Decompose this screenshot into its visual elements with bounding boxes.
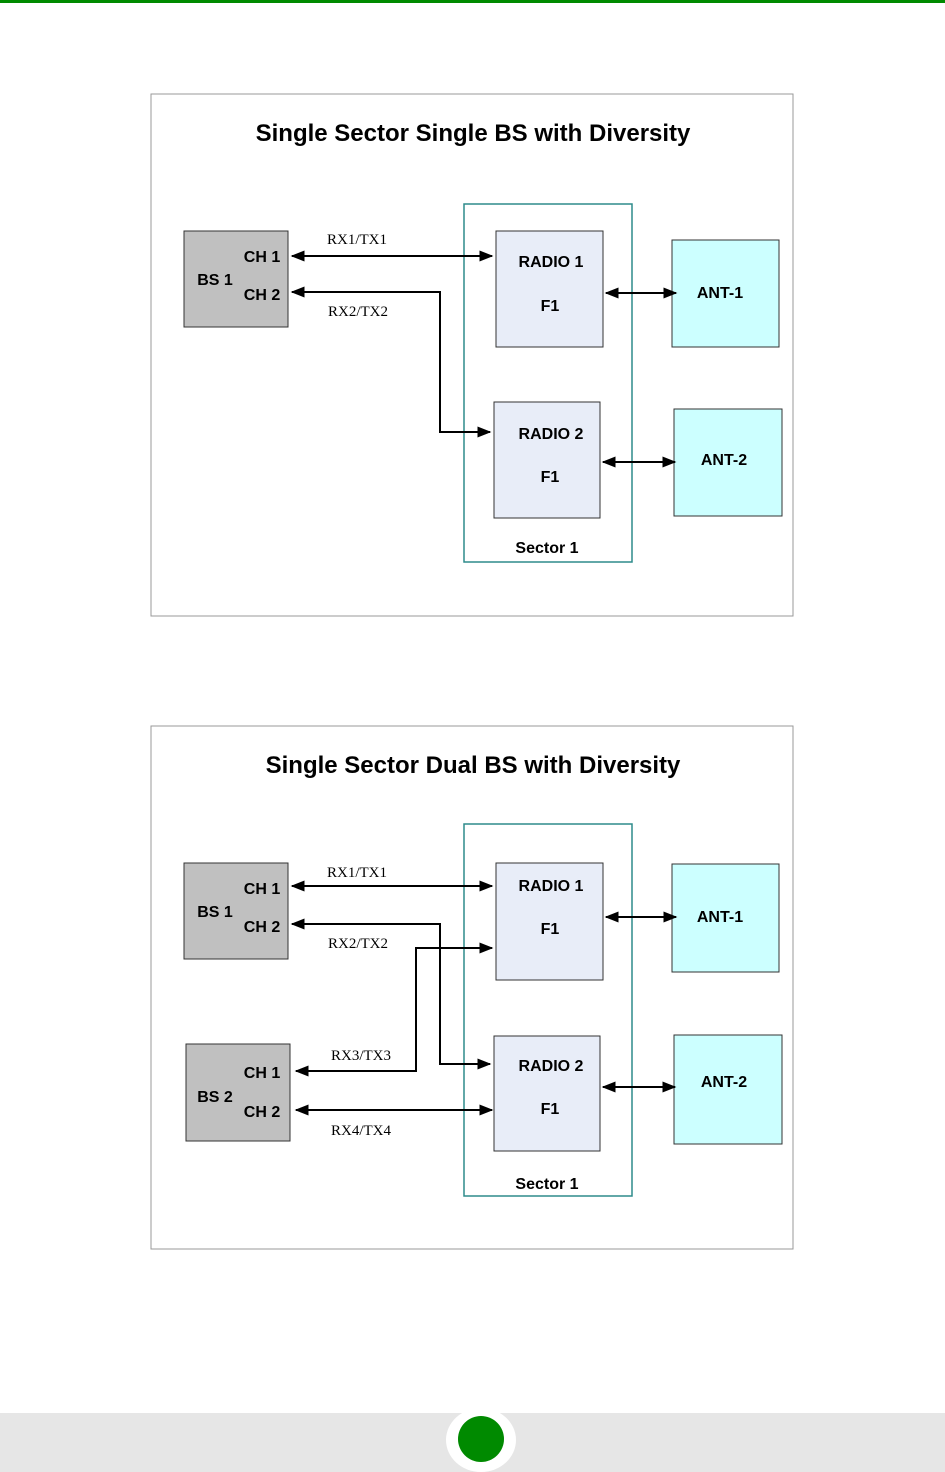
bs1-ch1-label: CH 1 <box>244 249 281 266</box>
radio1-freq: F1 <box>541 921 560 938</box>
radio1-label: RADIO 1 <box>519 254 584 271</box>
ant1-label: ANT-1 <box>697 285 743 302</box>
link-label-rx4-tx4: RX4/TX4 <box>331 1123 392 1139</box>
ant2-label: ANT-2 <box>701 1074 747 1091</box>
radio2-box <box>494 402 600 518</box>
ant2-label: ANT-2 <box>701 452 747 469</box>
bs1-label: BS 1 <box>197 272 233 289</box>
diagram-frame <box>151 726 793 1249</box>
sector-label: Sector 1 <box>515 1176 578 1193</box>
radio2-freq: F1 <box>541 1101 560 1118</box>
diagram-dual-bs: Single Sector Dual BS with Diversity Sec… <box>151 726 793 1249</box>
diagram-single-bs: Single Sector Single BS with Diversity S… <box>151 94 793 616</box>
diagram-title: Single Sector Single BS with Diversity <box>256 120 691 147</box>
sector-label: Sector 1 <box>515 540 578 557</box>
radio1-box <box>496 231 603 347</box>
link-label-rx2-tx2: RX2/TX2 <box>328 304 388 320</box>
radio2-box <box>494 1036 600 1151</box>
link-label-rx1-tx1: RX1/TX1 <box>327 232 387 248</box>
bs2-label: BS 2 <box>197 1089 233 1106</box>
diagram-frame <box>151 94 793 616</box>
radio2-label: RADIO 2 <box>519 426 584 443</box>
bs2-ch2-label: CH 2 <box>244 1104 281 1121</box>
radio1-freq: F1 <box>541 298 560 315</box>
diagram-title: Single Sector Dual BS with Diversity <box>266 752 681 779</box>
radio2-label: RADIO 2 <box>519 1058 584 1075</box>
bs1-ch2-label: CH 2 <box>244 919 281 936</box>
bs1-label: BS 1 <box>197 904 233 921</box>
radio1-label: RADIO 1 <box>519 878 584 895</box>
link-label-rx2-tx2: RX2/TX2 <box>328 936 388 952</box>
bs1-ch2-label: CH 2 <box>244 287 281 304</box>
link-label-rx3-tx3: RX3/TX3 <box>331 1048 391 1064</box>
link-label-rx1-tx1: RX1/TX1 <box>327 865 387 881</box>
radio2-freq: F1 <box>541 469 560 486</box>
bs1-ch1-label: CH 1 <box>244 881 281 898</box>
ant1-label: ANT-1 <box>697 909 743 926</box>
bs2-ch1-label: CH 1 <box>244 1065 281 1082</box>
